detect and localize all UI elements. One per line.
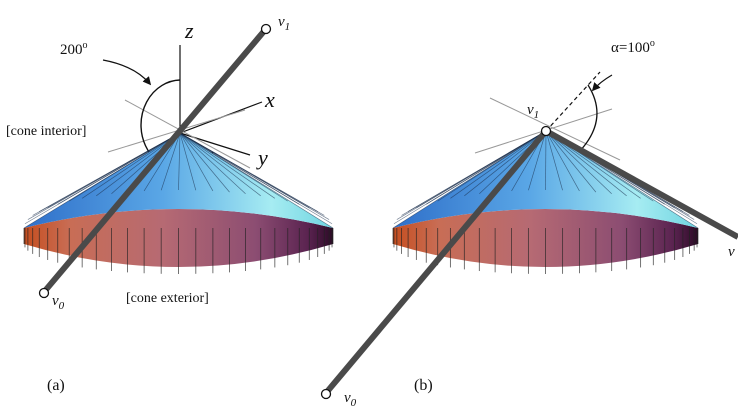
alpha-arrow: [591, 74, 613, 92]
cone-rib: [81, 132, 181, 199]
v0-label-a: v0: [52, 293, 65, 312]
alpha-label: α=100o: [611, 38, 655, 56]
cone-rib: [57, 132, 181, 205]
cone-interior-label: [cone interior]: [6, 124, 86, 139]
cone-rib: [178, 132, 181, 191]
cone-rib: [464, 130, 547, 197]
cone-rib: [426, 130, 547, 205]
vertex-v1-dot-b: [540, 125, 552, 137]
plane-line-b1: [489, 97, 621, 161]
cone-rib: [179, 132, 246, 195]
cone-a-ribs: [23, 132, 334, 274]
v1-label-a: v1: [278, 14, 290, 33]
angle-arrow: [102, 59, 152, 86]
cone-rib: [69, 132, 181, 202]
cone-rib: [179, 132, 333, 225]
v2-label-b: v: [728, 244, 735, 260]
cone-rib: [545, 130, 612, 195]
segment-v1-v2-b: [544, 128, 738, 240]
alpha-arc: [577, 84, 598, 154]
cone-rib: [437, 130, 547, 202]
cone-exterior-label: [cone exterior]: [126, 291, 209, 306]
plane-line-1: [124, 99, 251, 169]
cone-rib: [545, 130, 597, 193]
panel-b-label: (b): [414, 377, 433, 394]
cone-rib: [545, 130, 547, 191]
cone-rib: [545, 130, 563, 191]
v0-label-b: v0: [344, 390, 357, 406]
axis-z-label: z: [184, 18, 194, 43]
vertex-v1-dot: [260, 23, 272, 35]
angle-200-label: 200o: [60, 40, 88, 58]
cone-rib: [179, 132, 214, 192]
cone-rib: [179, 132, 261, 197]
cone-rib: [450, 130, 547, 199]
cone-rib: [179, 132, 197, 191]
cone-rib: [416, 130, 547, 209]
cone-b-ribs: [392, 130, 699, 274]
cone-rib: [179, 132, 276, 199]
segment-v0-v1-b: [323, 129, 549, 395]
cone-rib: [143, 132, 181, 192]
cone-rib: [528, 130, 547, 191]
axis-x-label: x: [264, 87, 275, 112]
cone-rib: [545, 130, 580, 192]
axis-y-label: y: [256, 145, 268, 170]
cone-rib: [179, 132, 330, 220]
extension-dashed-line: [545, 71, 601, 132]
cone-rib: [179, 132, 230, 193]
vertex-v0-dot: [38, 287, 50, 299]
panel-a-label: (a): [47, 377, 65, 394]
cone-rib: [179, 132, 334, 229]
panel-b: α=100o v1 v0 v (b): [320, 38, 738, 406]
cone-rib: [160, 132, 181, 191]
v1-label-b: v1: [527, 102, 539, 121]
vertex-v0-dot-b: [320, 388, 332, 400]
panel-a: 200o z x y v1 v0 [cone interior] [cone e…: [6, 14, 334, 394]
segment-v0-v1: [41, 28, 268, 294]
